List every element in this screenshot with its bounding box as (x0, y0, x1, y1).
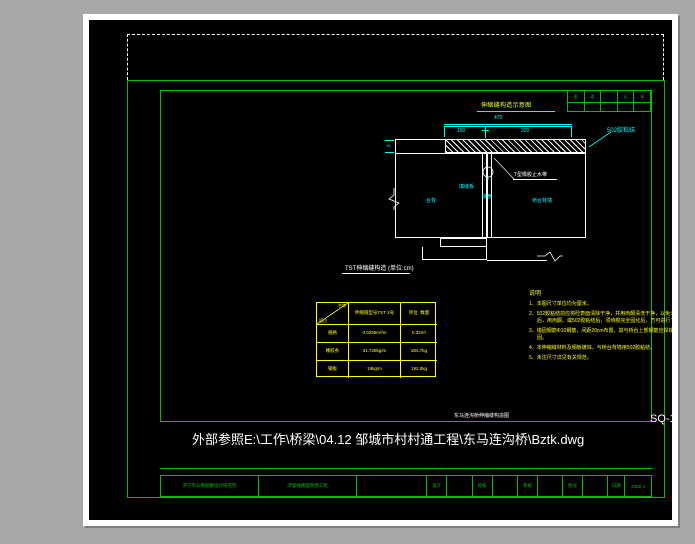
xref-path-text: 外部参照E:\工作\桥梁\04.12 邹城市村村通工程\东马连沟桥\Bztk.d… (192, 432, 585, 447)
joint-gap-outline (482, 153, 492, 238)
title-block-approve-value (538, 476, 564, 496)
dimension-chain: 150 320 (444, 126, 572, 138)
table-row-label: 橡胶条 (317, 343, 349, 361)
title-block-dwgno-label: 图号 (563, 476, 584, 496)
label-filler-board: 填缝板 (459, 184, 475, 190)
dimension-left-value: 150 (457, 128, 466, 134)
quantity-table-corner-name: 名称 (338, 303, 346, 308)
note-item: 4、本伸缩缝材料及钢板镀锌，与桥台背墙用502胶粘结。 (529, 344, 656, 351)
figure-title-underline (477, 111, 555, 112)
drawing-canvas[interactable]: 更 改 记 录 伸缩缝构造示意图 470 150 320 10 502胶粘结 (89, 20, 672, 520)
drawing-caption: 东马连沟桥伸缩缝构造图 (454, 413, 510, 419)
notes-block: 说明 1、本图尺寸单位均为厘米。 2、502胶粘结前应将砼表面清除干净，并用丙酮… (529, 288, 672, 364)
waterstop-circle-detail (482, 166, 494, 180)
title-block-check-value (493, 476, 518, 496)
revision-cell: 记 (618, 91, 635, 111)
sheet-inner-border (160, 90, 652, 422)
table-row-value: 18kg/m (349, 361, 401, 378)
note-item: 2、502胶粘结前应将砼表面清除干净，并用丙酮清洗干净，以免污染，干后，用丙酮、… (529, 310, 672, 324)
slab-thickness-value: 10 (386, 143, 391, 148)
table-row-qty: 364.7kg (401, 343, 437, 361)
revision-table-divider (567, 102, 651, 103)
overall-dimension: 470 (444, 115, 572, 125)
quantity-table: 名称 项目 伸缩缝型号TST 2号 单位 数量 规格 0.0295m²/m 0.… (316, 302, 437, 378)
break-line-left (388, 188, 400, 210)
table-row-label: 钢板 (317, 361, 349, 378)
quantity-table-corner: 名称 项目 (317, 303, 349, 325)
waterstop-label-underline (513, 179, 557, 180)
title-block-date-value: 2002.4 (631, 483, 645, 489)
note-item: 3、锚固钢筋Φ10钢筋，间距20cm布置，其与桥台上部钢筋应焊接牢固或锚固。 (529, 327, 672, 341)
drawing-number: SQ-15 (650, 413, 672, 425)
title-block-project: 济邹线路面改建工程 (259, 476, 357, 496)
title-block-top-rule (160, 468, 652, 469)
approach-slab-outline (487, 153, 586, 238)
figure-title: 伸缩缝构造示意图 (481, 103, 532, 109)
label-beam-right: 桥台背墙 (532, 198, 553, 204)
figure-sub-caption: TST伸缩缝构造 (单位:cm) (345, 266, 414, 272)
table-row-label: 规格 (317, 325, 349, 343)
label-waterstop: T型橡胶止水带 (514, 172, 548, 178)
title-block-institute: 济宁市公路勘察设计研究院 (161, 476, 259, 496)
title-block-design-label: 设计 (427, 476, 448, 496)
waterstop-label-leader (494, 158, 515, 180)
table-row-value: 31.728kg/m (349, 343, 401, 361)
quantity-table-header: 单位 数量 (401, 303, 437, 325)
dimension-right-value: 320 (521, 128, 530, 134)
revision-cell: 更 (568, 91, 585, 111)
figure-sub-caption-underline (342, 273, 410, 274)
footing-step-outline (440, 238, 487, 247)
title-block-dwgno-value (583, 476, 609, 496)
table-row-value: 0.0295m²/m (349, 325, 401, 343)
revision-table: 更 改 记 录 (567, 90, 651, 112)
label-joint-width: 缝宽 (482, 194, 493, 200)
footing-lower-outline (422, 247, 487, 260)
quantity-header-qty: 数量 (420, 310, 430, 316)
title-block-blank (357, 476, 428, 496)
slab-thickness-dimension: 10 (385, 140, 394, 153)
revision-cell (601, 91, 618, 111)
overall-dimension-value: 470 (494, 115, 503, 121)
quantity-header-unit: 单位 (408, 310, 418, 316)
pavement-hatch-slab (445, 139, 586, 153)
adhesive-callout-label: 502胶粘结 (607, 128, 636, 134)
note-item: 5、未注尺寸详见有关规范。 (529, 354, 592, 361)
quantity-table-header: 伸缩缝型号TST 2号 (349, 303, 401, 325)
ground-line (487, 260, 547, 261)
break-line-right (537, 252, 563, 262)
table-row-qty: 0.32m³ (401, 325, 437, 343)
note-item: 1、本图尺寸单位均为厘米。 (529, 301, 592, 307)
title-block: 济宁市公路勘察设计研究院 济邹线路面改建工程 设计 校核 审核 图号 日期 20… (160, 475, 652, 497)
quantity-table-corner-item: 项目 (319, 317, 327, 323)
table-row-qty: 192.0kg (410, 366, 427, 372)
cad-viewer-window: 更 改 记 录 伸缩缝构造示意图 470 150 320 10 502胶粘结 (83, 14, 678, 526)
adhesive-callout-leader (588, 132, 611, 148)
revision-cell: 录 (640, 94, 645, 99)
abutment-top-left-box (395, 139, 446, 154)
trim-dashed-frame (127, 34, 664, 80)
title-block-check-label: 校核 (473, 476, 493, 496)
notes-title: 说明 (529, 291, 542, 297)
title-block-design-value (447, 476, 473, 496)
label-beam-left: 台背 (426, 198, 437, 204)
revision-cell: 改 (585, 91, 602, 111)
title-block-date-label: 日期 (608, 476, 626, 496)
abutment-body-outline (395, 153, 487, 238)
title-block-approve-label: 审核 (518, 476, 538, 496)
sheet-outer-border (127, 80, 665, 498)
